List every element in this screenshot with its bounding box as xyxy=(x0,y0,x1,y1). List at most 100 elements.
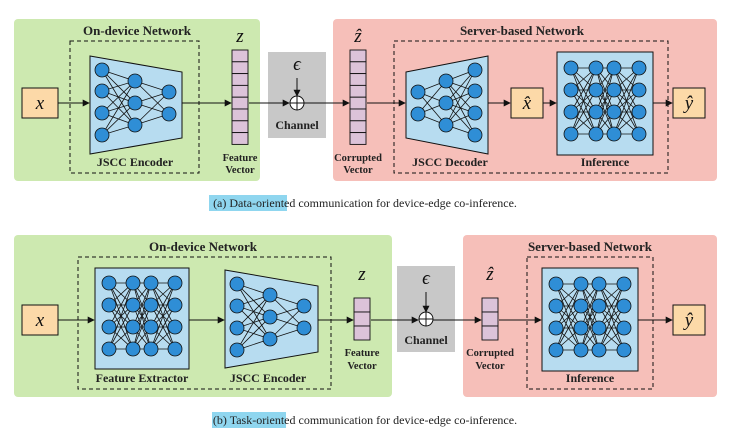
nn-edge xyxy=(580,283,600,351)
nn-node xyxy=(296,298,312,314)
nn-node xyxy=(262,287,278,303)
nn-node xyxy=(127,95,143,111)
nn-edge xyxy=(108,304,134,350)
nn-node xyxy=(606,126,622,142)
inference-label-a: Inference xyxy=(581,155,630,169)
diagram-a: On-device Network Server-based Network x… xyxy=(14,19,717,211)
nn-edge xyxy=(101,102,136,136)
caption-highlight-a: Data-oriented xyxy=(229,196,295,210)
nn-edge xyxy=(132,304,152,350)
nn-node xyxy=(167,275,183,291)
nn-node xyxy=(296,320,312,336)
nn-edge xyxy=(580,305,600,351)
feature-symbol-b: z xyxy=(357,264,366,285)
recon-x-symbol-a: x̂ xyxy=(522,93,532,114)
nn-node xyxy=(591,276,607,292)
feature-symbol-a: z xyxy=(235,26,244,47)
vector-cell xyxy=(231,49,249,63)
nn-node xyxy=(631,60,647,76)
feature-label-2-b: Vector xyxy=(347,361,377,372)
nn-node xyxy=(167,341,183,357)
feature-label-2-a: Vector xyxy=(225,165,255,176)
nn-node xyxy=(410,106,426,122)
nn-edge xyxy=(150,304,176,350)
nn-edge xyxy=(613,89,640,135)
nn-edge xyxy=(555,305,582,351)
jscc-encoder-b xyxy=(224,269,319,369)
vector-cell xyxy=(353,325,371,341)
feature-vector-a xyxy=(231,49,249,145)
vector-cell xyxy=(349,96,367,110)
nn-node xyxy=(548,298,564,314)
nn-node xyxy=(591,342,607,358)
nn-node xyxy=(467,62,483,78)
nn-edge xyxy=(101,69,136,104)
vector-cell xyxy=(481,297,499,313)
output-y-symbol-a: ŷ xyxy=(683,93,694,114)
inference-net-b xyxy=(541,267,639,372)
nn-node xyxy=(588,60,604,76)
device-title-b: On-device Network xyxy=(149,239,258,254)
nn-node xyxy=(616,342,632,358)
vector-cell xyxy=(349,108,367,122)
nn-node xyxy=(563,60,579,76)
encoder-label-a: JSCC Encoder xyxy=(97,155,174,169)
nn-node xyxy=(229,298,245,314)
nn-edge xyxy=(555,283,582,351)
nn-edge xyxy=(570,89,597,135)
caption-prefix-a: (a) xyxy=(213,196,229,210)
nn-node xyxy=(548,276,564,292)
nn-node xyxy=(262,331,278,347)
nn-node xyxy=(467,105,483,121)
vector-cell xyxy=(353,297,371,313)
vector-cell xyxy=(349,73,367,86)
nn-edge xyxy=(595,67,615,135)
nn-edge xyxy=(108,282,134,328)
nn-edge xyxy=(613,67,640,135)
nn-node xyxy=(125,319,141,335)
corrupted-vector-a xyxy=(349,49,367,145)
vector-cell xyxy=(481,325,499,341)
nn-edge xyxy=(570,67,597,135)
nn-node xyxy=(438,95,454,111)
nn-node xyxy=(410,84,426,100)
vector-cell xyxy=(231,132,249,145)
noise-symbol-b: ϵ xyxy=(422,268,431,289)
nn-node xyxy=(631,82,647,98)
vector-cell xyxy=(349,49,367,63)
nn-edge xyxy=(108,282,134,350)
nn-edge xyxy=(580,283,600,329)
nn-node xyxy=(591,298,607,314)
vector-cell xyxy=(231,108,249,122)
caption-a: (a) Data-oriented communication for devi… xyxy=(209,195,517,211)
corrupted-label-1-b: Corrupted xyxy=(466,348,514,359)
vector-cell xyxy=(231,73,249,86)
encoder-group-a xyxy=(69,40,200,174)
nn-edge xyxy=(236,294,271,351)
inference-label-b: Inference xyxy=(566,371,615,385)
nn-node xyxy=(606,104,622,120)
nn-node xyxy=(606,60,622,76)
nn-node xyxy=(101,319,117,335)
vector-cell xyxy=(481,311,499,327)
nn-node xyxy=(161,106,177,122)
input-x-symbol-a: x xyxy=(35,93,45,114)
recon-x-box-a xyxy=(510,87,544,119)
nn-node xyxy=(573,276,589,292)
server-group-b xyxy=(526,256,654,390)
nn-edge xyxy=(236,294,271,329)
nn-edge xyxy=(134,91,170,126)
caption-rest-a: communication for device-edge co-inferen… xyxy=(295,196,517,210)
caption-highlight-bg-a xyxy=(209,195,287,211)
nn-node xyxy=(143,341,159,357)
vector-cell xyxy=(349,132,367,145)
nn-node xyxy=(94,83,110,99)
jscc-encoder-a xyxy=(89,55,183,155)
jscc-decoder-a xyxy=(405,55,489,155)
nn-node xyxy=(101,297,117,313)
nn-edge xyxy=(132,282,152,328)
nn-edge xyxy=(101,80,136,136)
server-title-a: Server-based Network xyxy=(460,23,585,38)
nn-node xyxy=(127,73,143,89)
